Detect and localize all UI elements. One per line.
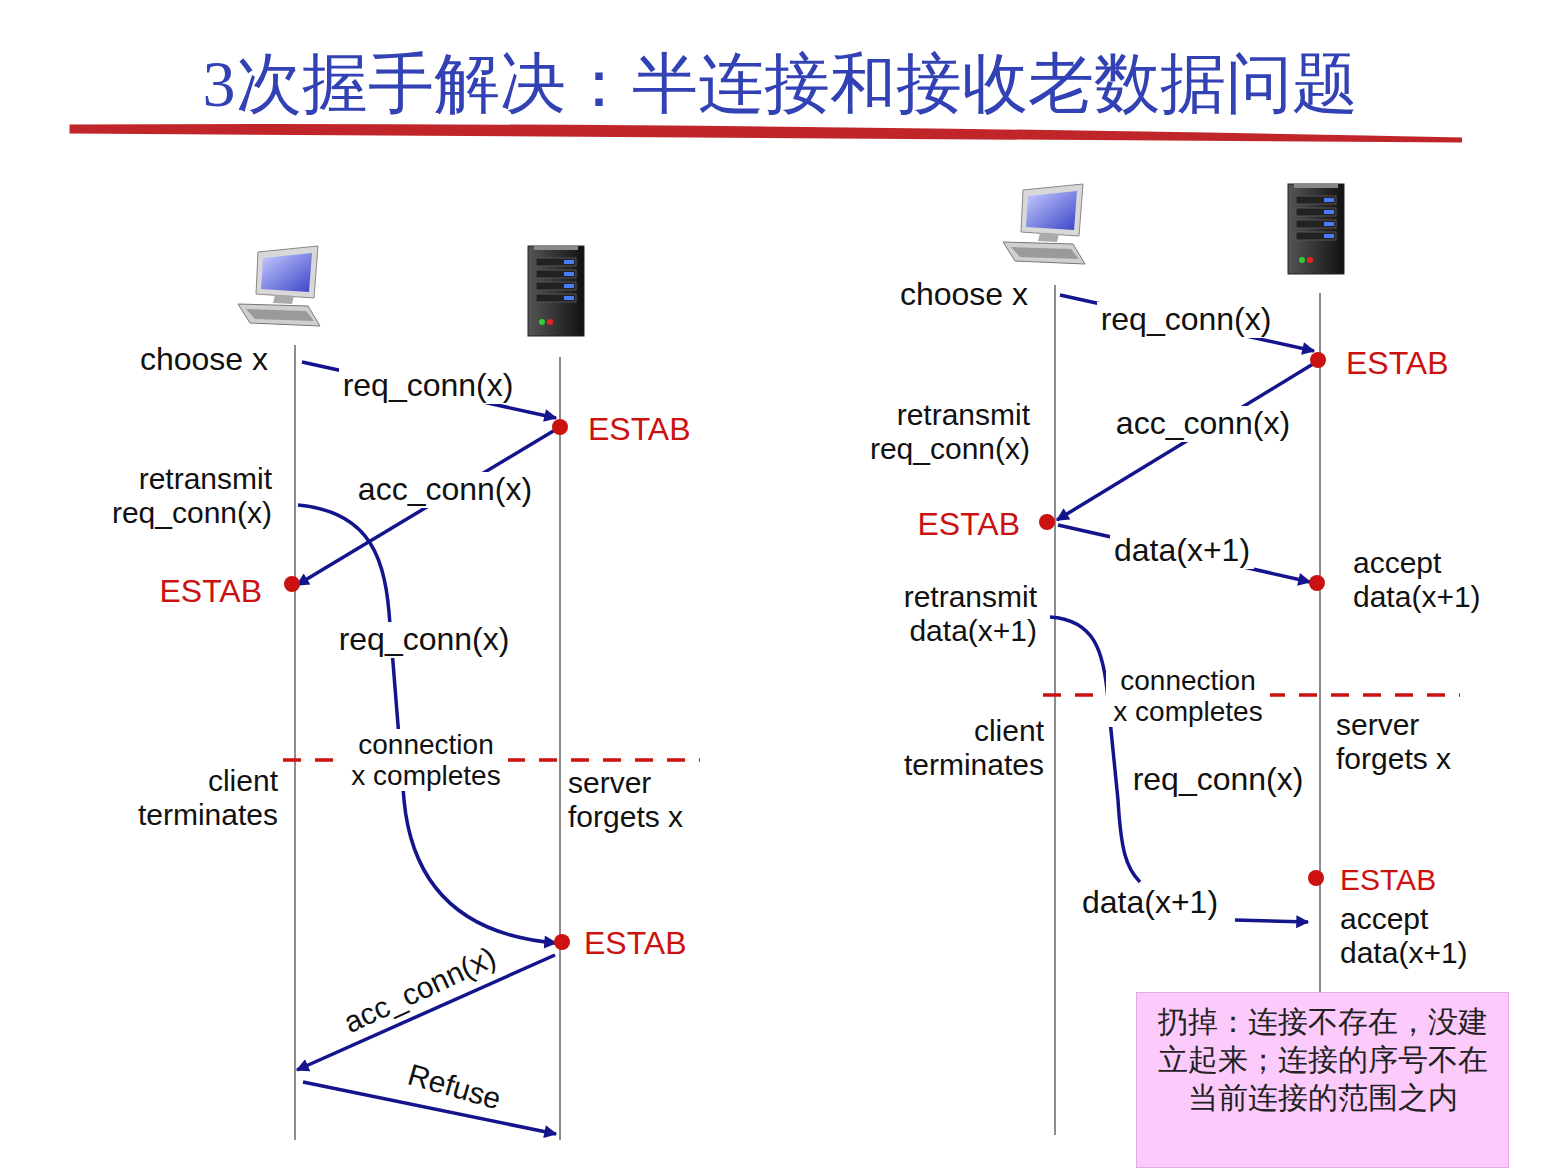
message-label: req_conn(x) [339, 368, 518, 404]
message-label: choose x [900, 277, 1028, 313]
message-label: retransmit req_conn(x) [92, 462, 272, 529]
message-label: client terminates [128, 764, 278, 831]
state-dot [552, 419, 568, 435]
state-dot [1310, 352, 1326, 368]
client-computer-icon [1003, 184, 1085, 264]
message-label: connection x completes [1106, 665, 1270, 728]
message-label: req_conn(x) [1097, 302, 1276, 338]
state-label: ESTAB [1346, 346, 1449, 382]
message-label: accept data(x+1) [1340, 902, 1490, 969]
note-text: 扔掉：连接不存在，没建立起来；连接的序号不在当前连接的范围之内 [1137, 993, 1508, 1127]
message-label: Refuse [401, 1057, 509, 1118]
message-arrow [297, 430, 555, 585]
message-label: retransmit data(x+1) [882, 580, 1037, 647]
client-computer-icon [238, 246, 320, 326]
state-label: ESTAB [1340, 863, 1436, 897]
message-arrow [1057, 364, 1313, 520]
message-label: acc_conn(x) [354, 472, 536, 508]
message-label: accept data(x+1) [1353, 546, 1503, 613]
slide-title: 3次握手解决：半连接和接收老数据问题 [203, 39, 1358, 129]
message-label: data(x+1) [1078, 885, 1222, 921]
delayed-message-curve [1050, 617, 1140, 882]
message-label: req_conn(x) [1129, 762, 1308, 798]
timeline [1054, 285, 1056, 1135]
message-arrow [1235, 920, 1308, 922]
delayed-message-curve [298, 505, 556, 943]
state-label: ESTAB [159, 574, 262, 610]
server-icon [1288, 184, 1344, 274]
timeline [294, 345, 296, 1140]
message-label: acc_conn(x) [335, 939, 505, 1042]
message-arrow [1058, 525, 1310, 582]
message-label: retransmit req_conn(x) [850, 398, 1030, 465]
state-label: ESTAB [917, 507, 1020, 543]
state-dot [1308, 870, 1324, 886]
state-dot [554, 934, 570, 950]
state-label: ESTAB [584, 926, 687, 962]
message-label: server forgets x [1336, 708, 1476, 775]
message-arrow [302, 362, 556, 418]
message-label: choose x [140, 342, 268, 378]
server-icon [528, 246, 584, 336]
timeline [559, 357, 561, 1140]
state-dot [284, 576, 300, 592]
state-label: ESTAB [588, 412, 691, 448]
note-box: 扔掉：连接不存在，没建立起来；连接的序号不在当前连接的范围之内 [1136, 992, 1509, 1168]
message-label: connection x completes [344, 729, 508, 792]
message-arrow [1060, 295, 1314, 351]
state-dot [1309, 575, 1325, 591]
message-label: acc_conn(x) [1112, 406, 1294, 442]
state-dot [1039, 514, 1055, 530]
title-underline [72, 127, 1462, 140]
message-label: req_conn(x) [335, 622, 514, 658]
message-label: client terminates [894, 714, 1044, 781]
message-label: server forgets x [568, 766, 708, 833]
message-label: data(x+1) [1110, 533, 1254, 569]
